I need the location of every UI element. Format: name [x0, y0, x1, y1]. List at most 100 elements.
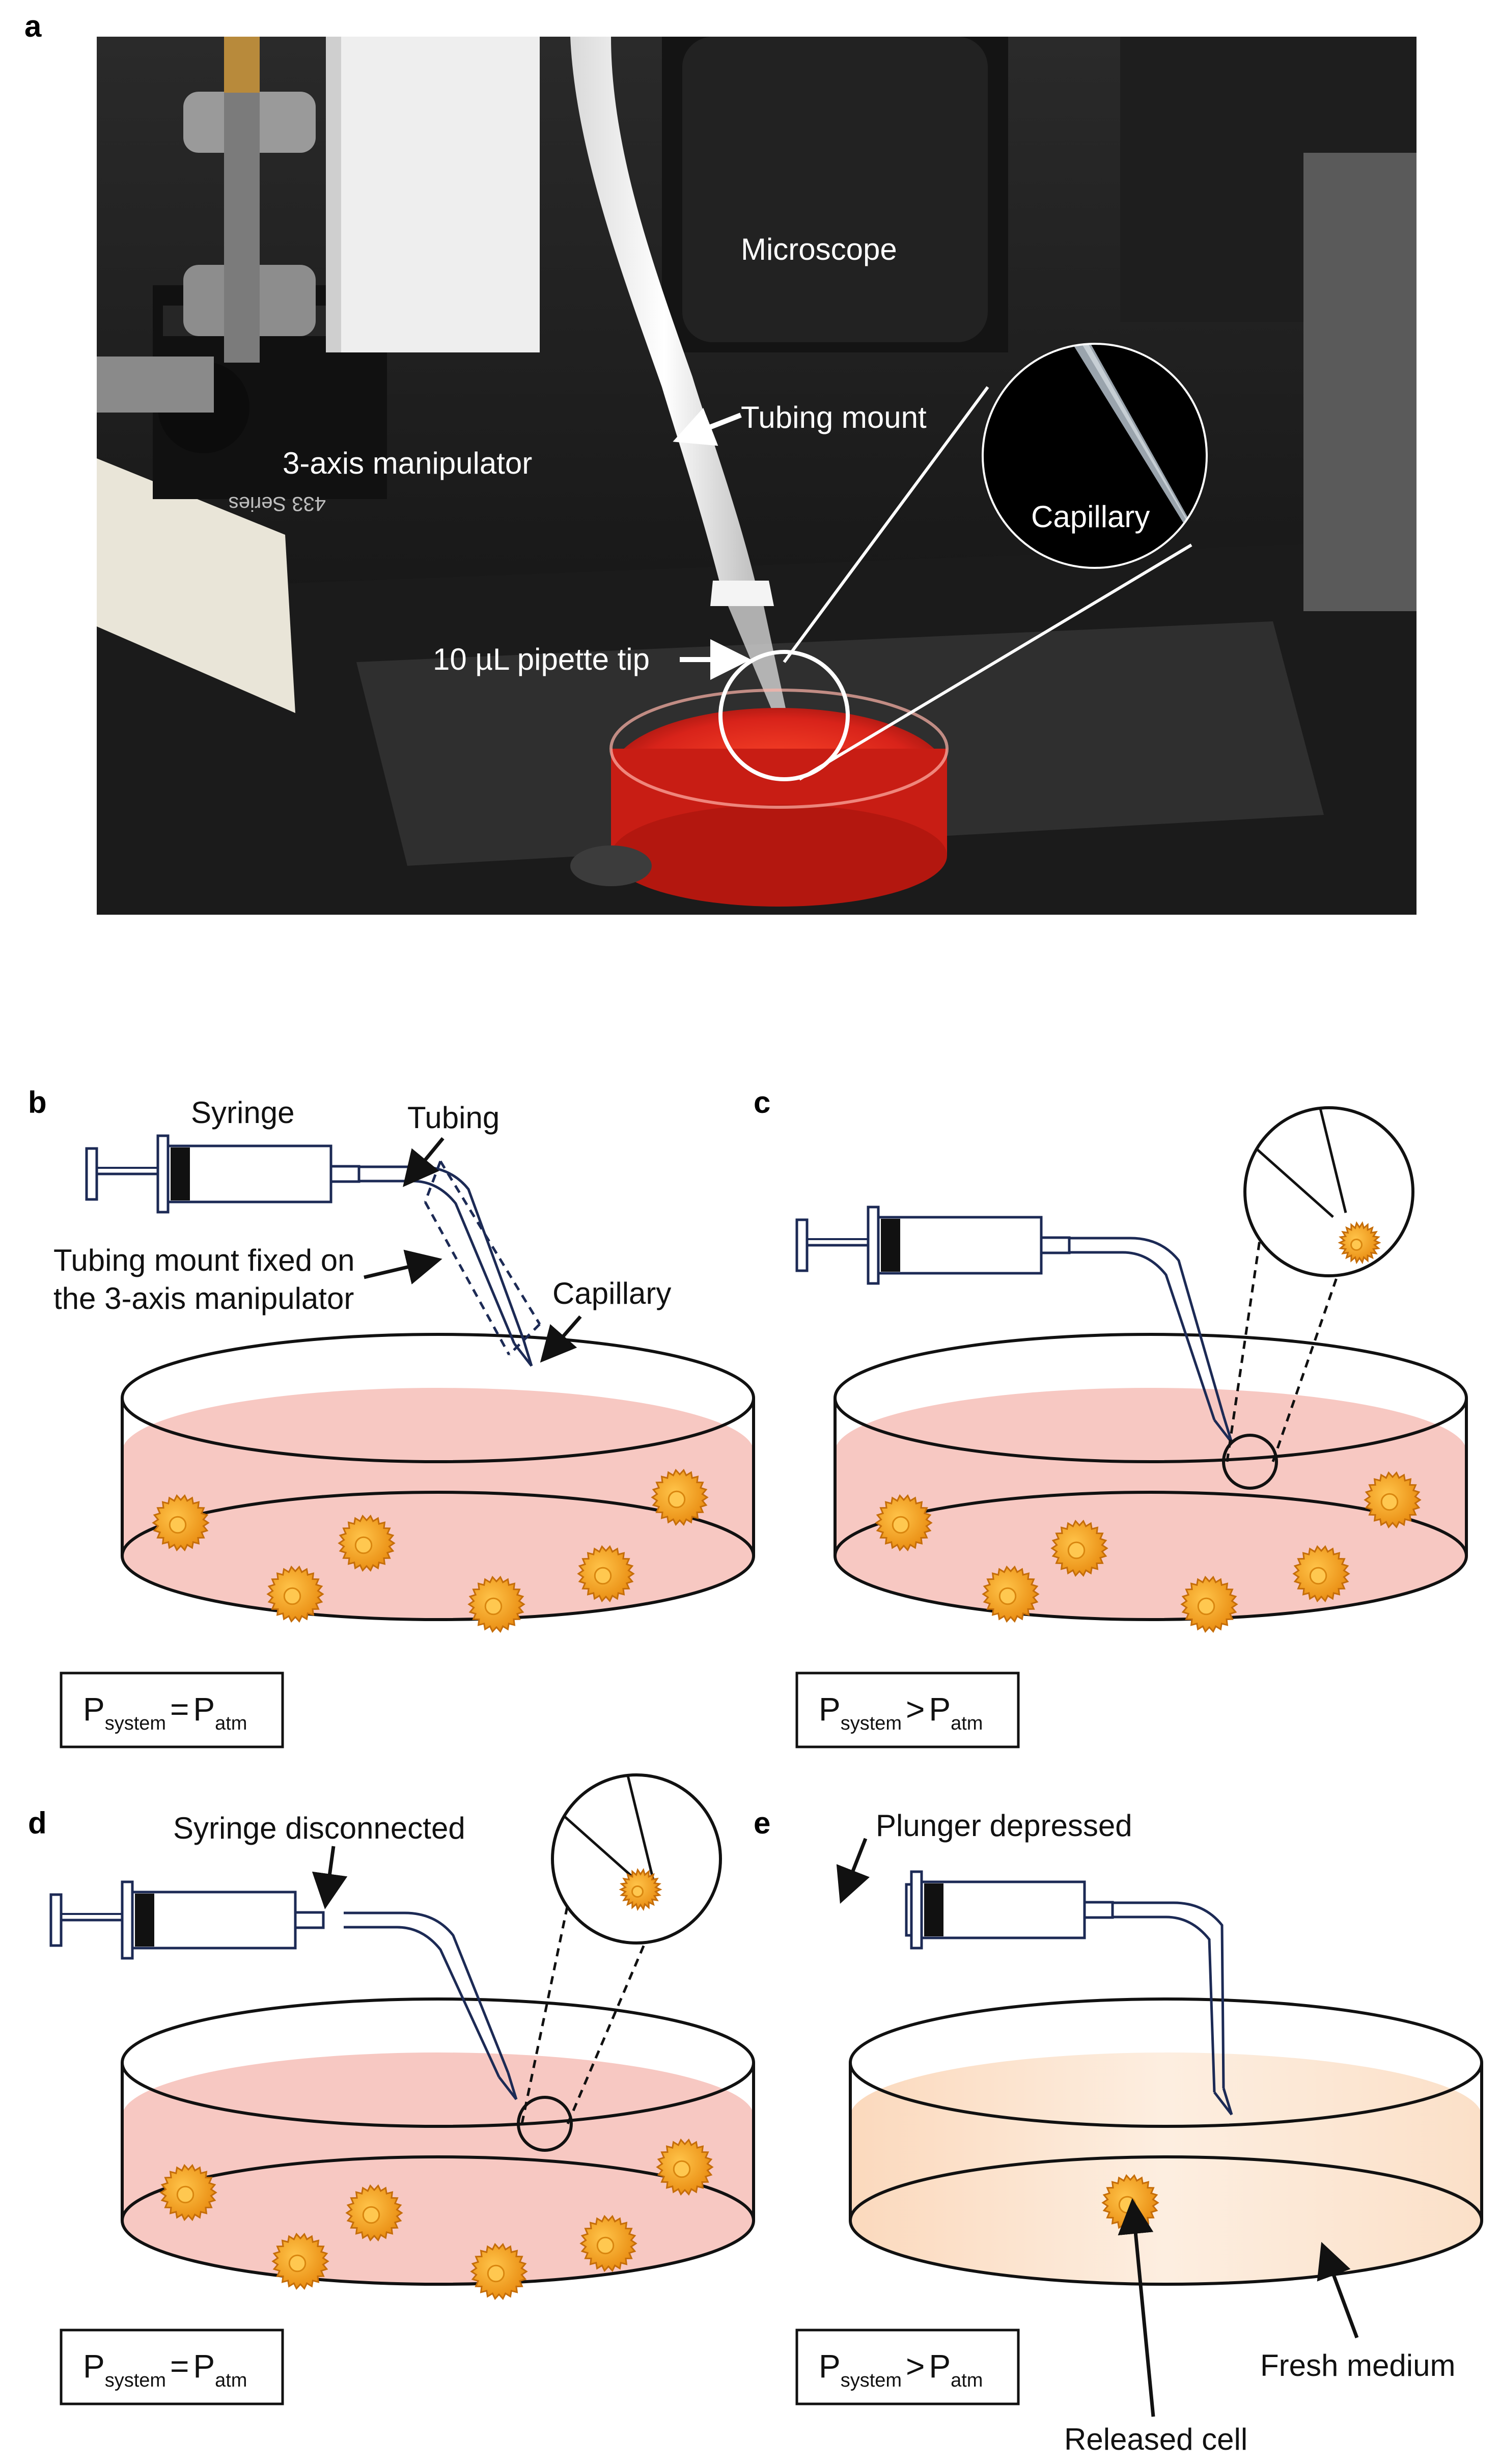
arrow-fresh-medium [1317, 2241, 1359, 2339]
svg-text:Psystem=Patm: Psystem=Patm [83, 2348, 247, 2391]
arrow-syringe-disconnected [312, 1846, 348, 1909]
cell [656, 2138, 714, 2196]
inset-callout-right [566, 1942, 646, 2124]
cell [651, 1468, 709, 1526]
panel-label-d: d [28, 1806, 47, 1840]
arrow-tubing [403, 1137, 445, 1187]
cell-nucleus [892, 1516, 910, 1534]
capillary-line-2 [522, 1339, 533, 1366]
arrow-plunger [836, 1838, 870, 1904]
cell-nucleus [1380, 1493, 1399, 1511]
capillary-line [498, 2076, 517, 2100]
syringe-barrel [166, 1144, 332, 1203]
dish-bottom [834, 1491, 1468, 1621]
cell [875, 1494, 933, 1552]
cell [1292, 1545, 1350, 1603]
arrow-tubing-mount [673, 407, 742, 446]
plunger-thumb [85, 1147, 98, 1201]
capillary-line-2 [1222, 2088, 1233, 2115]
dish-bottom [121, 1491, 755, 1621]
dish-bottom [849, 2155, 1483, 2286]
arrow-released-cell [1118, 2198, 1155, 2417]
cell [159, 2164, 217, 2222]
svg-text:Psystem=Patm: Psystem=Patm [83, 1691, 247, 1734]
schematic-panels [49, 1106, 1483, 2301]
tubing-line-top [1069, 1237, 1225, 1416]
inset-capillary-b [1319, 1109, 1347, 1213]
label-syringe: Syringe [191, 1096, 294, 1130]
cell-nucleus [1067, 1541, 1086, 1559]
cell [266, 1565, 324, 1623]
cell-nucleus [998, 1587, 1017, 1605]
cell-nucleus [1309, 1567, 1327, 1585]
cell-nucleus [487, 2264, 505, 2283]
label-capillary-b: Capillary [552, 1276, 671, 1310]
panel-label-c: c [754, 1085, 770, 1119]
cell [467, 1575, 525, 1633]
cell [345, 2184, 403, 2242]
label-tubing-mount-2: the 3-axis manipulator [53, 1281, 354, 1316]
cell [1338, 1221, 1381, 1265]
syringe-piston [924, 1883, 943, 1936]
panel-label-e: e [754, 1806, 770, 1840]
equation-c: Psystem>Patm [795, 1672, 1020, 1748]
cell [1180, 1575, 1238, 1633]
syringe-nozzle [329, 1165, 360, 1183]
cell-nucleus [354, 1536, 373, 1554]
inset-callout-left [1226, 1238, 1262, 1462]
syringe-nozzle [294, 1911, 325, 1929]
syringe-flange [121, 1880, 134, 1960]
cell [1364, 1471, 1422, 1529]
syringe-barrel [877, 1216, 1043, 1275]
cell-nucleus [594, 1567, 612, 1585]
cell-nucleus [362, 2206, 380, 2224]
tip-circle [517, 2096, 573, 2152]
capillary-inset [718, 343, 1208, 781]
tip-circle [1222, 1434, 1278, 1490]
tubing-mount-outline [424, 1160, 541, 1356]
cell-nucleus [169, 1516, 187, 1534]
cell [982, 1565, 1040, 1623]
label-capillary-photo: Capillary [1031, 500, 1150, 534]
capillary-line-2 [1222, 1415, 1233, 1443]
cell [470, 2242, 528, 2301]
cell-nucleus [484, 1597, 503, 1616]
panel-c [795, 1106, 1468, 1633]
arrow-capillary [540, 1315, 582, 1363]
inset-capillary-a [1257, 1148, 1334, 1218]
cell [577, 1545, 635, 1603]
tubing-line-bottom [1113, 1915, 1216, 2093]
panel-b [85, 1134, 755, 1633]
cell [152, 1494, 210, 1552]
plunger-thumb [795, 1218, 809, 1272]
cell-nucleus [631, 1885, 644, 1898]
panel-d [49, 1773, 755, 2301]
label-tubing-mount-1: Tubing mount fixed on [53, 1243, 354, 1277]
label-microscope: Microscope [741, 232, 897, 266]
syringe-nozzle [1040, 1236, 1071, 1254]
syringe-piston [881, 1219, 900, 1272]
tubing-line-top [359, 1165, 525, 1340]
label-pipette-tip: 10 µL pipette tip [433, 642, 650, 676]
equation-e: Psystem>Patm [795, 2329, 1020, 2405]
arrow-tubing-mount-b [364, 1249, 442, 1284]
panel-label-a: a [24, 9, 42, 43]
syringe-piston [135, 1894, 154, 1947]
cell-nucleus [283, 1587, 301, 1605]
cell [1050, 1519, 1108, 1577]
cell [619, 1868, 662, 1911]
stage-marking: 433 Series [229, 492, 326, 515]
cell-nucleus [1197, 1597, 1215, 1616]
cell-nucleus [176, 2185, 195, 2204]
svg-text:Psystem>Patm: Psystem>Patm [819, 1691, 983, 1734]
equation-d: Psystem=Patm [60, 2329, 284, 2405]
inset-capillary-b [627, 1776, 655, 1880]
label-released-cell: Released cell [1064, 2422, 1247, 2456]
syringe-barrel [920, 1880, 1086, 1939]
cell [579, 2214, 637, 2273]
syringe-piston [171, 1147, 190, 1200]
tubing-line-top [1113, 1901, 1225, 2089]
cell-nucleus [1350, 1239, 1363, 1251]
equation-b: Psystem=Patm [60, 1672, 284, 1748]
